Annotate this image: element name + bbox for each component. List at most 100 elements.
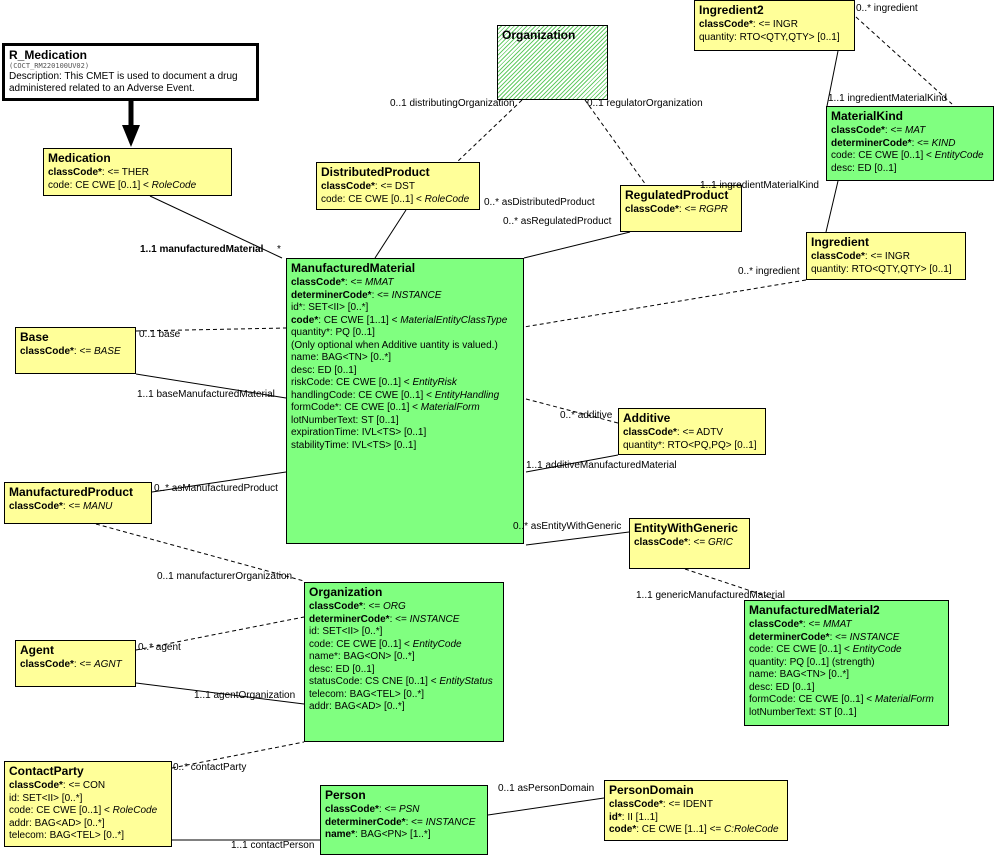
attribute-part: EntityStatus xyxy=(439,676,493,687)
attribute-line: classCode*: <= BASE xyxy=(20,346,131,359)
attribute-part: : <= xyxy=(378,804,399,815)
attribute-line: quantity: RTO<QTY,QTY> [0..1] xyxy=(699,32,850,45)
attribute-part: : II [1..1] xyxy=(621,811,658,823)
assoc-distributedproduct-material xyxy=(374,209,407,259)
assoc-person-persondomain xyxy=(487,797,605,816)
label-ingredient2: 0..* ingredient xyxy=(856,3,918,14)
attribute-part: : <= IDENT xyxy=(662,799,713,810)
attribute-part: classCode* xyxy=(321,181,375,192)
attribute-line: determinerCode*: <= INSTANCE xyxy=(325,817,483,830)
attribute-part: RoleCode xyxy=(424,193,470,205)
attribute-line: desc: ED [0..1] xyxy=(831,163,989,176)
attribute-part: classCode* xyxy=(20,346,74,357)
attribute-part: : <= xyxy=(389,613,410,625)
attribute-line: id: SET<II> [0..*] xyxy=(9,793,167,806)
attribute-part: : CE CWE [1..1] <= xyxy=(636,824,725,835)
attribute-part: code* xyxy=(291,314,319,326)
attribute-part: name* xyxy=(325,829,356,840)
attribute-line: addr: BAG<AD> [0..*] xyxy=(309,701,499,714)
attribute-line: determinerCode*: <= INSTANCE xyxy=(749,632,944,645)
attribute-part: quantity*: PQ [0..1] xyxy=(291,327,375,338)
label-generic-manufactured-material: 1..1 genericManufacturedMaterial xyxy=(636,590,785,601)
attribute-part: addr: BAG<AD> [0..*] xyxy=(9,817,105,829)
attribute-line: quantity*: PQ [0..1] xyxy=(291,327,519,340)
assoc-additive-material xyxy=(525,454,619,473)
attribute-line: determinerCode*: <= INSTANCE xyxy=(291,290,519,303)
dashed-contactparty-organization xyxy=(171,741,305,769)
attribute-part: lotNumberText: ST [0..1] xyxy=(749,706,857,718)
attribute-part: : <= xyxy=(73,346,94,357)
dashed-manufacturedproduct-organization xyxy=(95,523,305,582)
attribute-line: formCode: CE CWE [0..1] < MaterialForm xyxy=(749,694,944,707)
attribute-part: AGNT xyxy=(93,659,122,670)
attribute-line: code: CE CWE [0..1] < EntityCode xyxy=(749,644,944,657)
r-medication-header: R_Medication (COCT_RM220100UV02) Descrip… xyxy=(2,43,259,101)
attribute-part: MAT xyxy=(904,125,926,136)
attribute-line: quantity: RTO<QTY,QTY> [0..1] xyxy=(811,264,961,277)
label-manufactured-material-star: * xyxy=(277,244,281,255)
attribute-line: quantity*: RTO<PQ,PQ> [0..1] xyxy=(623,440,761,453)
class-organization-top[interactable]: Organization xyxy=(497,25,608,100)
attribute-line: classCode*: <= PSN xyxy=(325,804,483,817)
arrow-head xyxy=(122,125,140,147)
dashed-additive-material xyxy=(525,398,619,424)
attribute-line: code*: CE CWE [1..1] < MaterialEntityCla… xyxy=(291,315,519,328)
attribute-part: code: CE CWE [0..1] < xyxy=(309,638,413,650)
attribute-part: id: SET<II> [0..*] xyxy=(309,626,383,637)
attribute-part: stabilityTime: IVL<TS> [0..1] xyxy=(291,439,417,451)
attribute-part: KIND xyxy=(931,137,956,149)
class-title: RegulatedProduct xyxy=(625,188,729,202)
attribute-line: classCode*: <= INGR xyxy=(699,19,850,32)
attribute-line: name*: BAG<PN> [1..*] xyxy=(325,829,483,842)
attribute-part: : <= xyxy=(911,137,932,149)
label-manufacturer-organization: 0..1 manufacturerOrganization xyxy=(157,571,293,582)
attribute-part: classCode* xyxy=(48,167,102,178)
attribute-part: C:RoleCode xyxy=(724,824,779,835)
label-distributing-organization: 0..1 distributingOrganization xyxy=(390,98,515,109)
attribute-part: : <= DST xyxy=(374,181,415,192)
attribute-part: classCode* xyxy=(625,204,679,215)
attribute-part: quantity: RTO<QTY,QTY> [0..1] xyxy=(699,31,840,43)
attribute-line: id*: SET<II> [0..*] xyxy=(291,302,519,315)
attribute-part: classCode* xyxy=(9,780,63,791)
class-title: ManufacturedMaterial2 xyxy=(749,603,880,617)
dashed-ingredient-material xyxy=(523,279,807,328)
class-title: PersonDomain xyxy=(609,783,694,797)
attribute-part: code: CE CWE [0..1] < xyxy=(48,179,152,191)
assoc-regulatedproduct-material xyxy=(523,231,631,259)
attribute-part: classCode* xyxy=(634,537,688,548)
label-ingredient: 0..* ingredient xyxy=(738,266,800,277)
attribute-part: desc: ED [0..1] xyxy=(309,663,375,675)
attribute-part: statusCode: CS CNE [0..1] < xyxy=(309,676,440,687)
attribute-part: MaterialForm xyxy=(874,694,934,705)
attribute-line: code: CE CWE [0..1] < RoleCode xyxy=(321,194,475,207)
class-title: Ingredient xyxy=(811,235,870,249)
header-id: (COCT_RM220100UV02) xyxy=(9,62,90,70)
label-base: 0..1 base xyxy=(139,329,181,340)
class-title: Ingredient2 xyxy=(699,3,764,17)
class-title: ManufacturedProduct xyxy=(9,485,134,499)
attribute-part: formCode: CE CWE [0..1] < xyxy=(749,694,875,705)
attribute-line: name: BAG<TN> [0..*] xyxy=(749,669,944,682)
attribute-part: quantity: PQ [0..1] (strength) xyxy=(749,656,875,668)
attribute-part: classCode* xyxy=(699,19,753,30)
dashed-org-regulatedproduct xyxy=(584,99,647,186)
